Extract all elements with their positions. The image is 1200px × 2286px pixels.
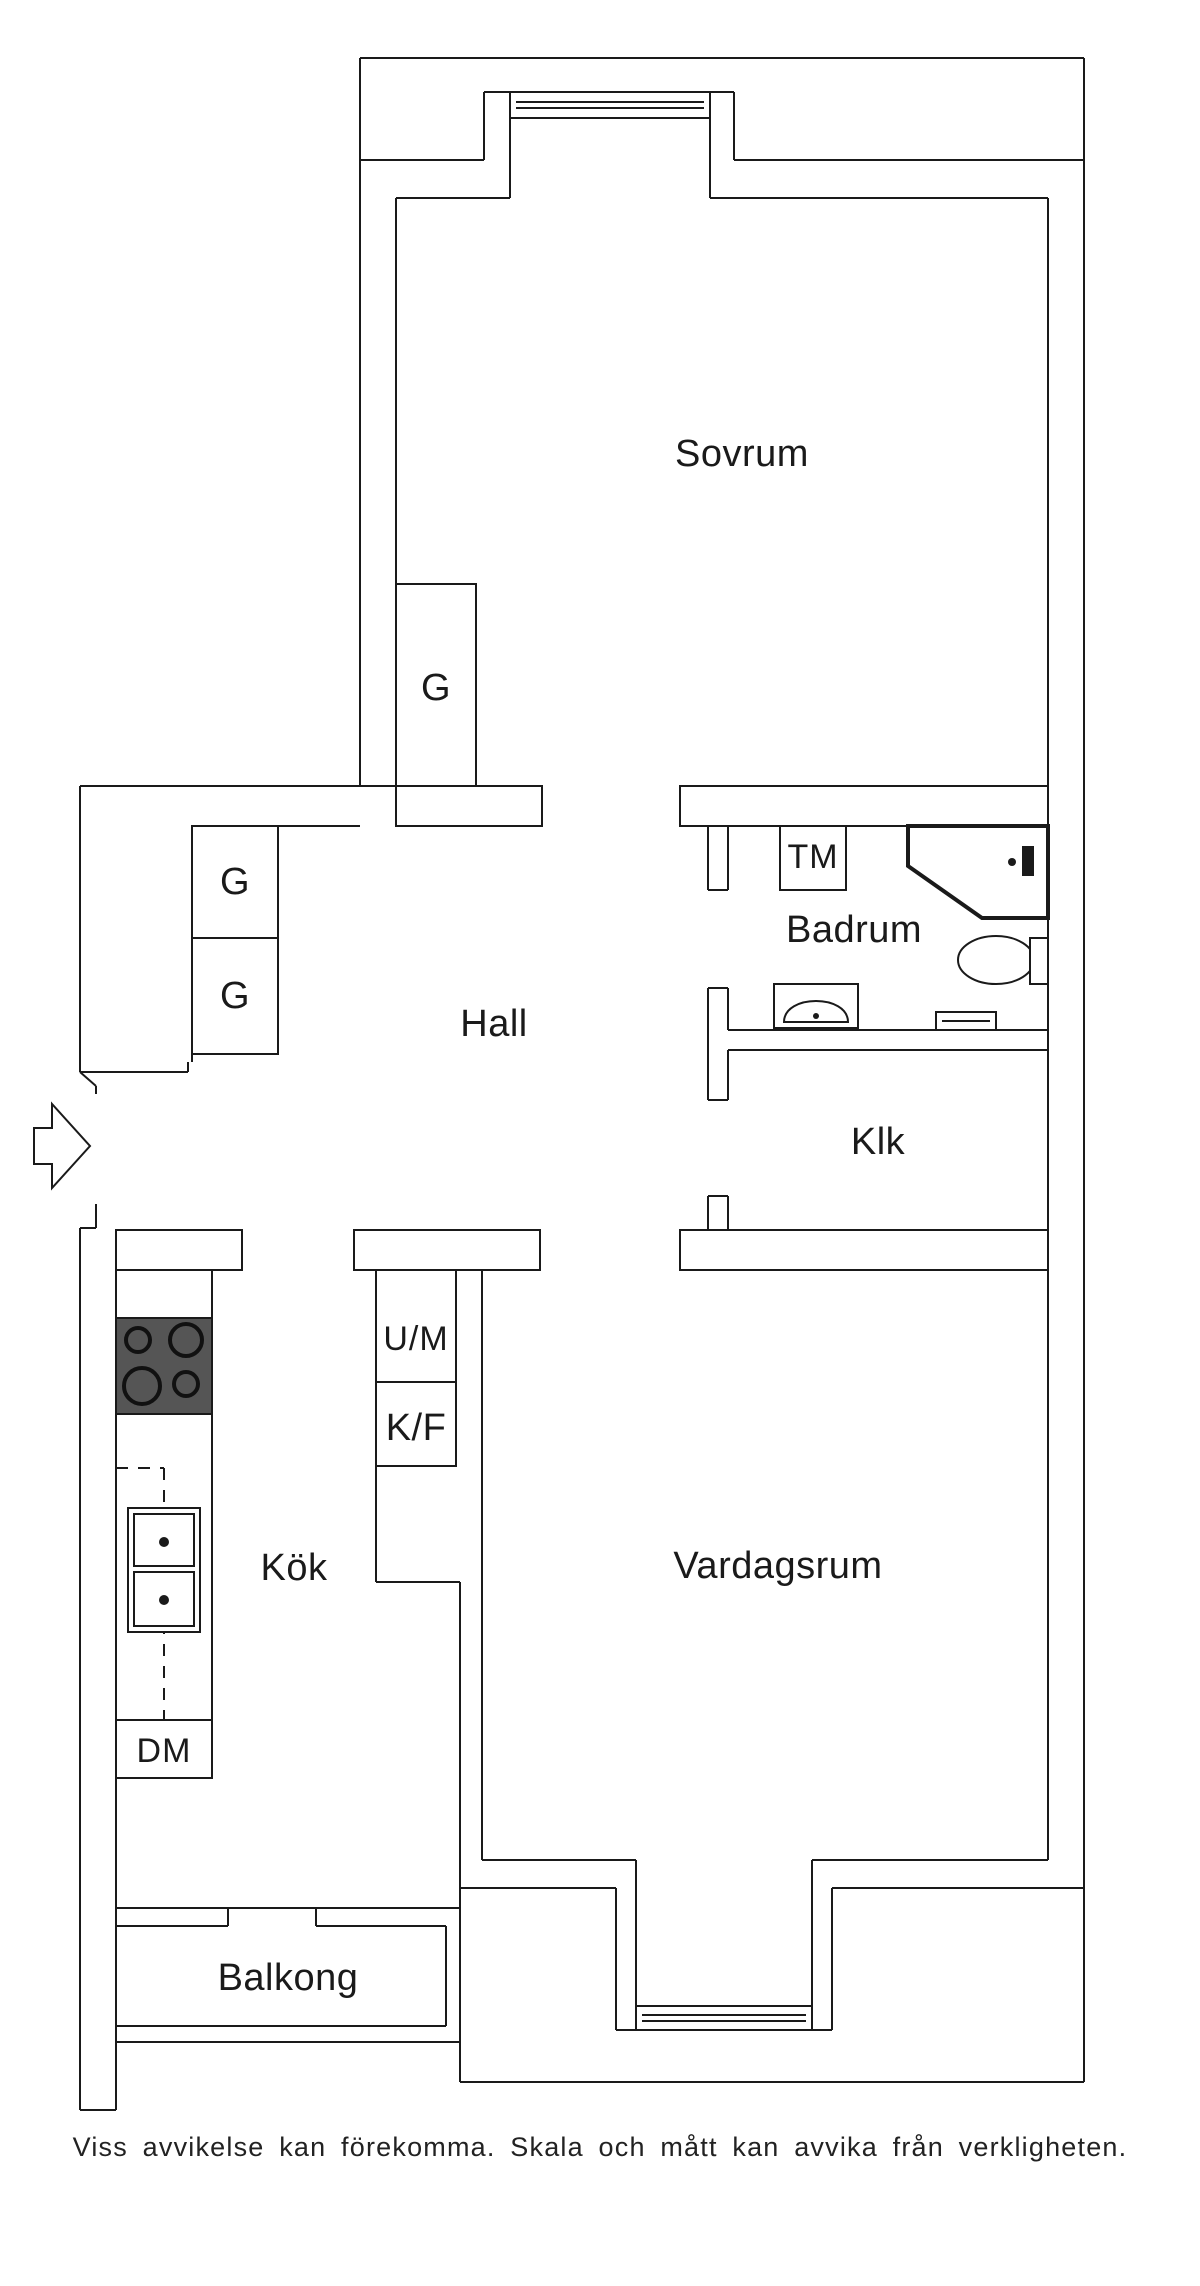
wardrobe-hall-1: G xyxy=(191,825,279,939)
radiator-icon xyxy=(935,1011,997,1031)
um-label: U/M xyxy=(383,1320,448,1358)
wardrobe-label: G xyxy=(220,861,250,903)
dishwasher: DM xyxy=(115,1719,213,1779)
floor-plan: G G G TM xyxy=(33,57,1085,2111)
interior-walls xyxy=(115,785,1049,2043)
room-label-sovrum: Sovrum xyxy=(675,433,809,475)
wardrobe-sovrum: G xyxy=(395,583,477,787)
washing-machine: TM xyxy=(779,825,847,891)
kf-label: K/F xyxy=(386,1407,447,1449)
wardrobe-hall-2: G xyxy=(191,937,279,1055)
fridge-freezer: K/F xyxy=(375,1381,457,1467)
sink-icon xyxy=(773,983,859,1029)
sink-double-icon xyxy=(116,1467,201,1720)
tm-label: TM xyxy=(787,838,838,876)
disclaimer-text: Viss avvikelse kan förekomma. Skala och … xyxy=(72,2132,1128,2162)
room-label-vardagsrum: Vardagsrum xyxy=(673,1545,882,1587)
stove-icon xyxy=(115,1317,213,1415)
wardrobe-label: G xyxy=(421,667,451,709)
shower-icon xyxy=(906,824,1050,920)
room-label-balkong: Balkong xyxy=(218,1957,359,1999)
window-top xyxy=(509,91,711,119)
toilet-icon xyxy=(957,935,1049,985)
room-label-hall: Hall xyxy=(460,1003,527,1045)
wardrobe-label: G xyxy=(220,975,250,1017)
dm-label: DM xyxy=(137,1732,192,1770)
room-label-kok: Kök xyxy=(261,1547,328,1589)
entrance-arrow-icon xyxy=(33,1101,92,1191)
window-bottom xyxy=(635,2005,813,2031)
room-label-badrum: Badrum xyxy=(786,909,922,951)
microwave-oven: U/M xyxy=(375,1269,457,1383)
outer-walls xyxy=(79,57,1085,2111)
room-label-klk: Klk xyxy=(851,1121,906,1163)
